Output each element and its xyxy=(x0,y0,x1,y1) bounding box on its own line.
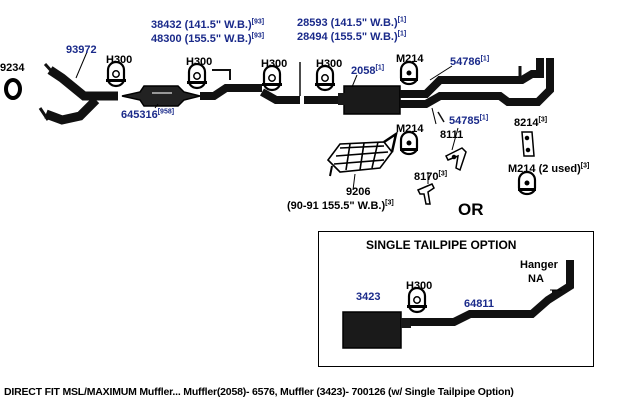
gasket-9234-part xyxy=(4,78,22,100)
hanger-8214-part xyxy=(521,131,535,157)
label-645316: 645316[958] xyxy=(121,108,175,121)
label-3423: 3423 xyxy=(356,291,381,303)
label-2058: 2058[1] xyxy=(351,64,385,77)
label-hanger-na: NA xyxy=(528,273,544,285)
single-tailpipe-option-title: SINGLE TAILPIPE OPTION xyxy=(366,238,517,252)
option-tailpipe-64811-part xyxy=(410,260,574,326)
label-h300-b: H300 xyxy=(186,56,213,68)
label-93972: 93972 xyxy=(66,44,97,56)
label-48300: 48300 (155.5" W.B.)[93] xyxy=(151,32,265,45)
label-h300-c: H300 xyxy=(261,58,288,70)
clamp-m214-c-part xyxy=(516,170,538,196)
label-9206: 9206 xyxy=(346,186,371,198)
label-option-h300: H300 xyxy=(406,280,433,292)
label-54785: 54785[1] xyxy=(449,114,489,127)
label-m214-b: M214 xyxy=(396,123,424,135)
pipe-28593-part xyxy=(260,62,344,104)
label-m214-a: M214 xyxy=(396,53,424,65)
label-m214-c: M214 (2 used)[3] xyxy=(508,162,590,175)
heat-shield-9206-part xyxy=(326,131,398,177)
diagram-caption: DIRECT FIT MSL/MAXIMUM Muffler... Muffle… xyxy=(4,386,514,398)
label-28494: 28494 (155.5" W.B.)[1] xyxy=(297,30,407,43)
clamp-m214-a-part xyxy=(398,60,420,86)
option-muffler-3423-part xyxy=(342,311,411,349)
label-54786: 54786[1] xyxy=(450,55,490,68)
single-tailpipe-option-box xyxy=(318,231,594,367)
label-hanger: Hanger xyxy=(520,259,558,271)
catalytic-converter-645316-part xyxy=(121,85,201,107)
clamp-m214-b-part xyxy=(398,130,420,156)
y-pipe-93972-part xyxy=(38,62,118,125)
bracket-8170-part xyxy=(416,183,435,205)
label-h300-d: H300 xyxy=(316,58,343,70)
leader-lines xyxy=(75,51,562,291)
label-64811: 64811 xyxy=(464,298,494,310)
label-9206-note: (90-91 155.5" W.B.)[3] xyxy=(287,199,394,212)
intermediate-pipe-38432-part xyxy=(200,69,262,100)
label-8111: 8111 xyxy=(440,129,464,141)
tailpipe-54786-part xyxy=(400,58,544,98)
label-8214: 8214[3] xyxy=(514,116,548,129)
label-28593: 28593 (141.5" W.B.)[1] xyxy=(297,16,407,29)
tailpipe-54785-part xyxy=(400,58,554,123)
bracket-8111-part xyxy=(444,147,467,172)
label-h300-a: H300 xyxy=(106,54,133,66)
label-38432: 38432 (141.5" W.B.)[93] xyxy=(151,18,265,31)
or-label: OR xyxy=(458,200,484,219)
label-9234: 9234 xyxy=(0,62,25,74)
label-8170: 8170[3] xyxy=(414,170,448,183)
muffler-2058-part xyxy=(338,85,401,115)
